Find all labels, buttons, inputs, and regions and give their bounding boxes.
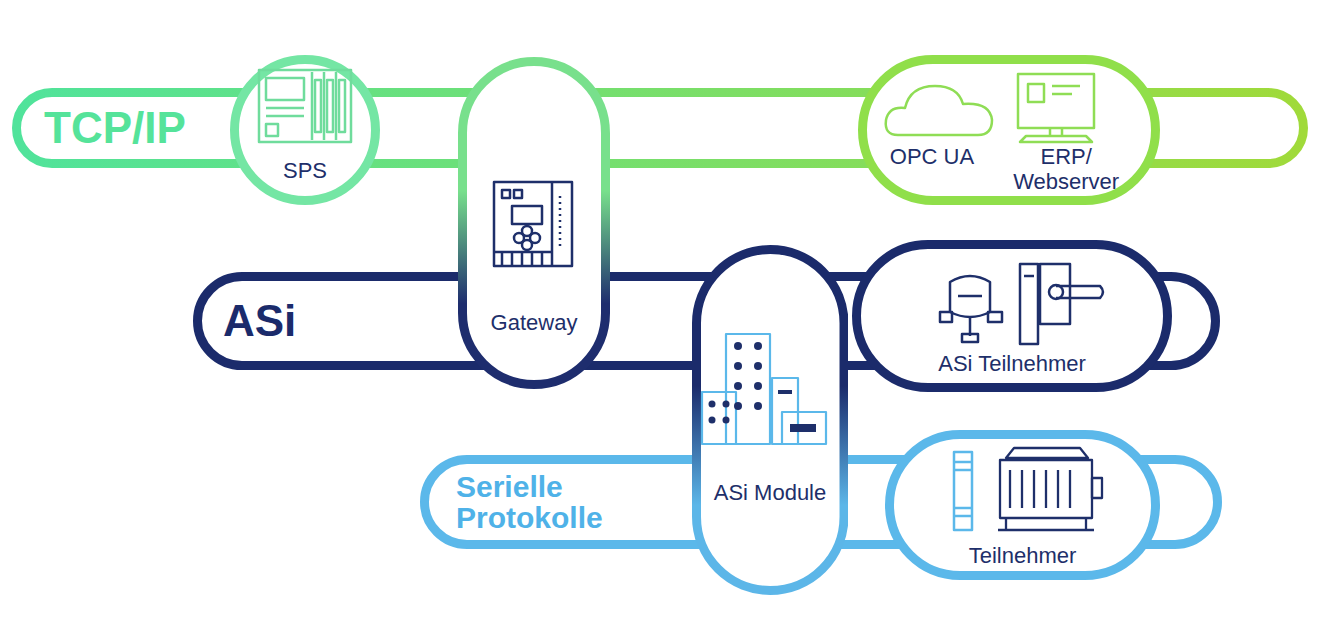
node-label: SPS xyxy=(283,159,327,184)
pill-shape xyxy=(890,435,1156,576)
node-label: ASi Module xyxy=(714,481,827,506)
gateway-pill: Gateway xyxy=(458,57,610,389)
node-label: TCP/IP xyxy=(44,103,186,152)
node-label: ASi Teilnehmer xyxy=(938,352,1086,377)
pill-outline xyxy=(692,245,849,595)
device-circle: SPS xyxy=(230,55,380,205)
participant-pill: Teilnehmer xyxy=(885,430,1160,580)
node-label: Teilnehmer xyxy=(969,544,1077,569)
network-band: TCP/IP xyxy=(12,88,1308,168)
circle-shape xyxy=(235,60,376,201)
node-label: OPC UA xyxy=(890,145,974,170)
node-label: ERP/ Webserver xyxy=(1004,145,1128,194)
pill-shape xyxy=(463,62,606,385)
node-label: Gateway xyxy=(491,311,578,336)
node-label: ASi xyxy=(223,296,296,345)
participant-pill: ASi Teilnehmer xyxy=(852,240,1172,392)
service-pill: OPC UA ERP/ Webserver xyxy=(858,55,1160,205)
pill-shape xyxy=(857,245,1168,388)
pill-shape xyxy=(696,250,844,591)
pill-outline xyxy=(458,57,610,389)
node-label: Serielle Protokolle xyxy=(456,471,626,534)
band-outline xyxy=(12,88,1308,168)
pill-shape xyxy=(863,60,1156,201)
module-pill: ASi Module xyxy=(692,245,849,595)
